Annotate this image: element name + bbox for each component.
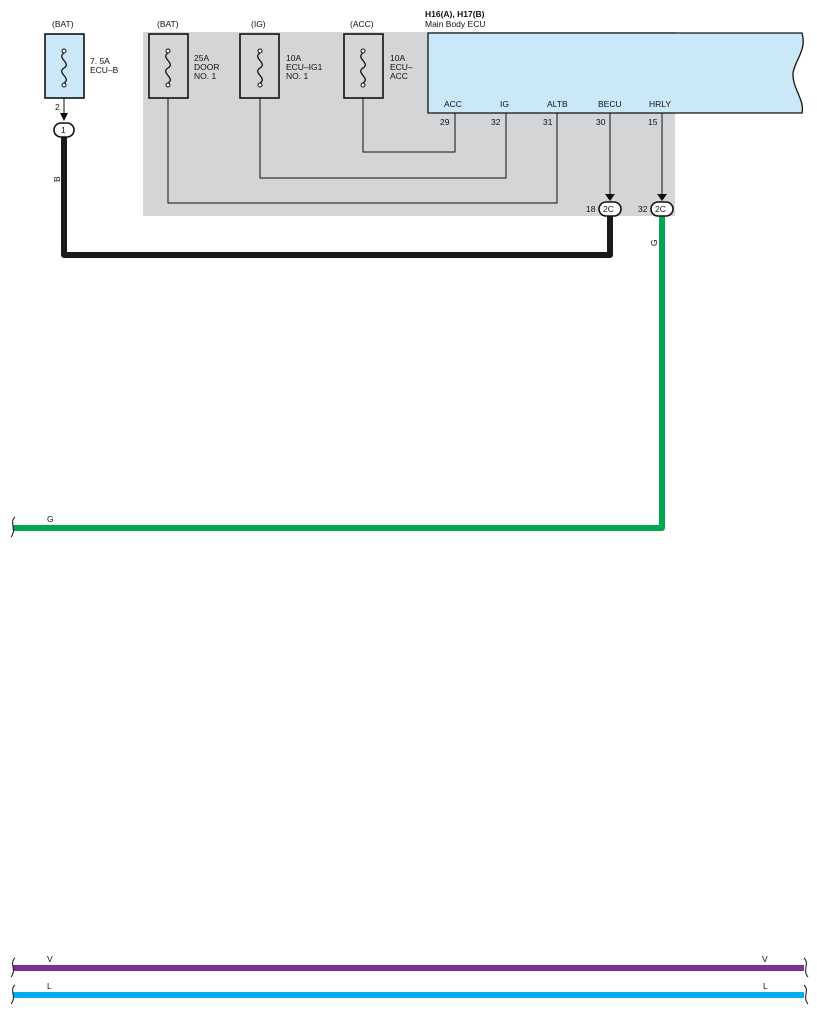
wire-l-break-left (10, 984, 16, 1005)
fuse-door-name2: NO. 1 (194, 71, 216, 81)
fuse-ecu-ig1: (IG) 10A ECU–IG1 NO. 1 (239, 19, 323, 99)
fuse-ig1-rating: 10A (286, 53, 301, 63)
ecu-pin-becu-number: 30 (596, 117, 606, 127)
fuse-acc-name2: ACC (390, 71, 408, 81)
ecu-pin-ig-name: IG (500, 99, 509, 109)
ecu-pin-hrly-name: HRLY (649, 99, 671, 109)
fuse-door-source: (BAT) (157, 19, 179, 29)
wire-green-g (13, 214, 665, 531)
fuse-ecu-b-name: ECU–B (90, 65, 119, 75)
wire-l-label-left: L (47, 981, 52, 991)
fuse-acc-name1: ECU– (390, 62, 413, 72)
ecu-pin-becu-name: BECU (598, 99, 622, 109)
connector-2c-32-pin: 32 (638, 204, 648, 214)
wire-door-to-altb (167, 98, 558, 204)
connector-2c-18-label: 2C (603, 204, 614, 214)
wire-ig1-to-ig (259, 98, 507, 179)
ecu-pin-altb-name: ALTB (547, 99, 568, 109)
fuse-acc-source: (ACC) (350, 19, 374, 29)
fuse-door-rating: 25A (194, 53, 209, 63)
wire-black-b (61, 133, 613, 258)
ecu-pin-acc-name: ACC (444, 99, 462, 109)
connector-2c-18: 2C 18 (586, 194, 622, 217)
connector-2c-32: 2C 32 (638, 194, 674, 217)
ecu-pin-acc-number: 29 (440, 117, 450, 127)
wire-l-break-right (803, 984, 809, 1005)
connector-2c-32-label: 2C (655, 204, 666, 214)
wire-v-label-right: V (762, 954, 768, 964)
wire-acc-to-acc (362, 98, 456, 153)
wire-g-break-mark (10, 516, 16, 538)
ecu-subtitle: Main Body ECU (425, 19, 485, 29)
fuse-door-name1: DOOR (194, 62, 220, 72)
fuse-ecu-b-pin: 2 (55, 102, 60, 112)
fuse-ecu-b: (BAT) 7. 5A ECU–B 2 (44, 19, 119, 112)
wire-g-label-vertical: G (649, 239, 659, 246)
ecu-title: H16(A), H17(B) (425, 9, 485, 19)
connector-1: 1 (53, 113, 75, 138)
fuse-door-no1: (BAT) 25A DOOR NO. 1 (148, 19, 220, 99)
ecu-pin-hrly-number: 15 (648, 117, 658, 127)
wire-g-label-left: G (47, 514, 54, 524)
connector-2c-18-pin: 18 (586, 204, 596, 214)
fuse-ecu-b-rating: 7. 5A (90, 56, 110, 66)
fuse-ig1-name1: ECU–IG1 (286, 62, 323, 72)
main-body-ecu-box (427, 32, 804, 114)
connector-1-label: 1 (61, 125, 66, 135)
wire-v-break-right (803, 957, 809, 978)
fuse-ig1-name2: NO. 1 (286, 71, 308, 81)
fuse-ecu-acc: (ACC) 10A ECU– ACC (343, 19, 413, 99)
fuse-ecu-b-source: (BAT) (52, 19, 74, 29)
wire-b-label: B (52, 176, 62, 182)
ecu-pin-altb-number: 31 (543, 117, 553, 127)
wire-v-label-left: V (47, 954, 53, 964)
fuse-ig1-source: (IG) (251, 19, 266, 29)
wire-v-break-left (10, 957, 16, 978)
fuse-acc-rating: 10A (390, 53, 405, 63)
wire-l-label-right: L (763, 981, 768, 991)
ecu-pin-ig-number: 32 (491, 117, 501, 127)
